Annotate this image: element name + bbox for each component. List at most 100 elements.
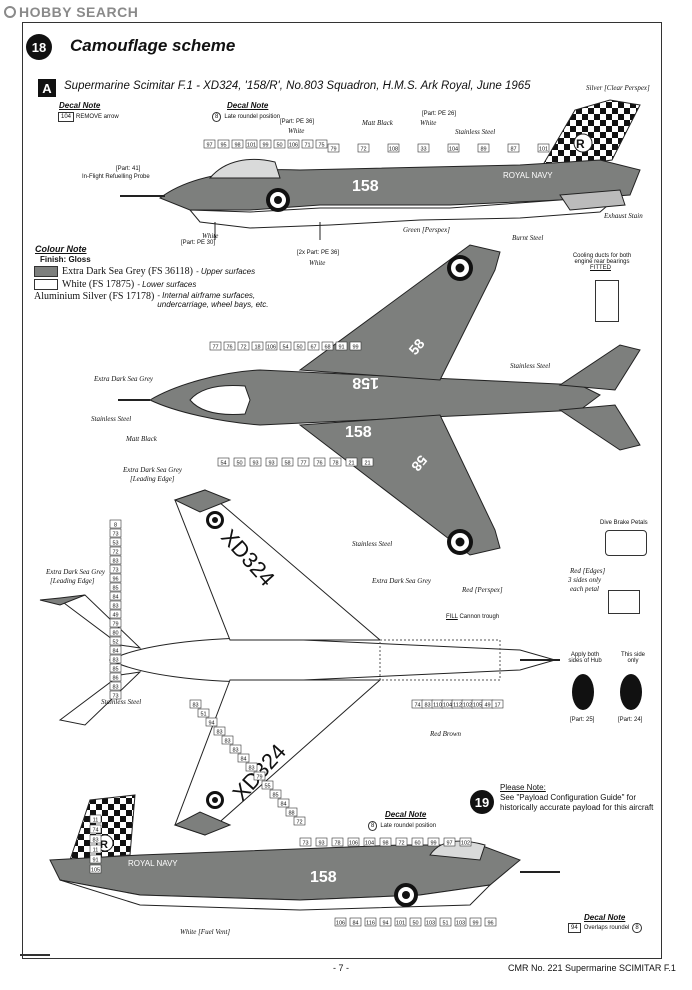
decal-number-tag (249, 457, 262, 467)
decal-number-label: 103 (426, 920, 435, 926)
callout-white-3: White (202, 232, 219, 240)
decal-number-label: 77 (300, 460, 306, 466)
decal-number-tag (109, 591, 122, 601)
callout-extra-dark-sea-grey-4: Extra Dark Sea Grey (372, 577, 432, 585)
decal-number-label: 72 (398, 840, 404, 846)
decal-number-label: 98 (382, 840, 388, 846)
callout-part-24: [Part: 24] (618, 717, 643, 723)
decal-number-label: 106 (289, 142, 298, 148)
wheel-icon-1 (572, 674, 594, 710)
decal-number-label: 87 (510, 146, 516, 152)
decal-number-tag (109, 546, 122, 556)
decal-number-tag (329, 457, 342, 467)
decal-number-tag (109, 618, 122, 628)
decal-number-tag (109, 609, 122, 619)
page-frame (22, 22, 662, 959)
decal-number-label: 93 (318, 840, 324, 846)
decal-number-label: 50 (236, 460, 242, 466)
callout-part-pe30: [Part: PE 30] (181, 240, 216, 246)
royal-navy-upper: ROYAL NAVY (503, 171, 553, 180)
decal-number-tag (221, 735, 234, 745)
decal-number-tag (491, 699, 504, 709)
step-number-badge: 18 (26, 34, 52, 60)
decal-number-label: 83 (112, 684, 118, 690)
decal-number-tag (237, 341, 250, 351)
cooling-duct-diagram (595, 280, 619, 322)
plan-canopy (189, 385, 251, 415)
decal-number-label: 86 (112, 675, 118, 681)
decal-number-label: 50 (276, 142, 282, 148)
callout-matt-black-2: Matt Black (126, 435, 157, 443)
decal-number-tag (273, 139, 286, 149)
decal-number-label: 83 (112, 558, 118, 564)
callout-part-pe26: [Part: PE 26] (422, 111, 457, 117)
decal-number-tag (277, 798, 290, 808)
decal-number-tag (395, 837, 408, 847)
decal-number-tag (484, 917, 497, 927)
decal-number-label: 74 (414, 702, 420, 708)
decal-number-label: 112 (453, 702, 462, 708)
decal-number-tag (109, 636, 122, 646)
decal-note-late-roundel: 8 Late roundel position (212, 112, 280, 122)
scheme-description: Supermarine Scimitar F.1 - XD324, '158/R… (64, 80, 531, 92)
decal-number-label: 83 (248, 765, 254, 771)
decal-number-label: 11 (93, 817, 99, 823)
decal-number-label: 21 (348, 460, 354, 466)
decal-number-label: 17 (494, 702, 500, 708)
decal-number-tag (327, 143, 340, 153)
decal-number-tag (231, 139, 244, 149)
decal-number-tag (285, 807, 298, 817)
decal-number-label: 79 (112, 621, 118, 627)
decal-number-label: 68 (324, 344, 330, 350)
callout-cooling-ducts: Cooling ducts for both engine rear beari… (572, 253, 632, 265)
decal-number-label: 83 (112, 657, 118, 663)
royal-navy-lower: ROYAL NAVY (128, 859, 178, 868)
callout-stainless-steel-1: Stainless Steel (455, 128, 496, 136)
decal-number-tag (217, 139, 230, 149)
decal-number-tag (109, 681, 122, 691)
decal-number-label: 104 (449, 146, 458, 152)
decal-number-label: 50 (296, 344, 302, 350)
decal-number-label: 95 (220, 142, 226, 148)
plan-code: 158 (345, 424, 372, 441)
watermark: HOBBY SEARCH (4, 4, 138, 20)
decal-number-label: 116 (366, 920, 375, 926)
decal-number-label: 72 (296, 819, 302, 825)
plan-wing-starboard (298, 414, 501, 556)
decal-number-tag (345, 457, 358, 467)
decal-number-tag (307, 341, 320, 351)
callout-extra-dark-sea-grey-1: Extra Dark Sea Grey (94, 375, 154, 383)
decal-number-tag (109, 645, 122, 655)
decal-number-tag (293, 341, 306, 351)
decal-number-tag (334, 917, 347, 927)
decal-number-tag (281, 457, 294, 467)
decal-number-tag (261, 780, 274, 790)
decal-number-tag (237, 753, 250, 763)
decal-number-tag (89, 844, 102, 854)
callout-apply-both: Apply both sides of Hub (568, 652, 602, 664)
decal-number-label: 72 (112, 549, 118, 555)
decal-number-label: 53 (112, 540, 118, 546)
decal-number-tag (299, 837, 312, 847)
decal-number-tag (109, 573, 122, 583)
decal-number-tag (259, 139, 272, 149)
decal-note-label-4: Decal Note (584, 913, 626, 922)
decal-number-label: 85 (112, 585, 118, 591)
decal-number-tag (109, 537, 122, 547)
decal-number-tag (213, 726, 226, 736)
decal-number-label: 83 (232, 747, 238, 753)
decal-number-label: 78 (334, 840, 340, 846)
decal-number-label: 94 (382, 920, 388, 926)
decal-number-tag (459, 837, 472, 847)
decal-number-label: 84 (112, 648, 118, 654)
decal-number-label: 76 (316, 460, 322, 466)
decal-number-label: 21 (364, 460, 370, 466)
decal-number-tag (253, 771, 266, 781)
fuselage-side-lower (188, 194, 622, 229)
decal-number-label: 102 (463, 702, 472, 708)
decal-number-label: 60 (414, 840, 420, 846)
decal-number-label: 89 (480, 146, 486, 152)
decal-number-tag (265, 341, 278, 351)
decal-number-label: 18 (254, 344, 260, 350)
